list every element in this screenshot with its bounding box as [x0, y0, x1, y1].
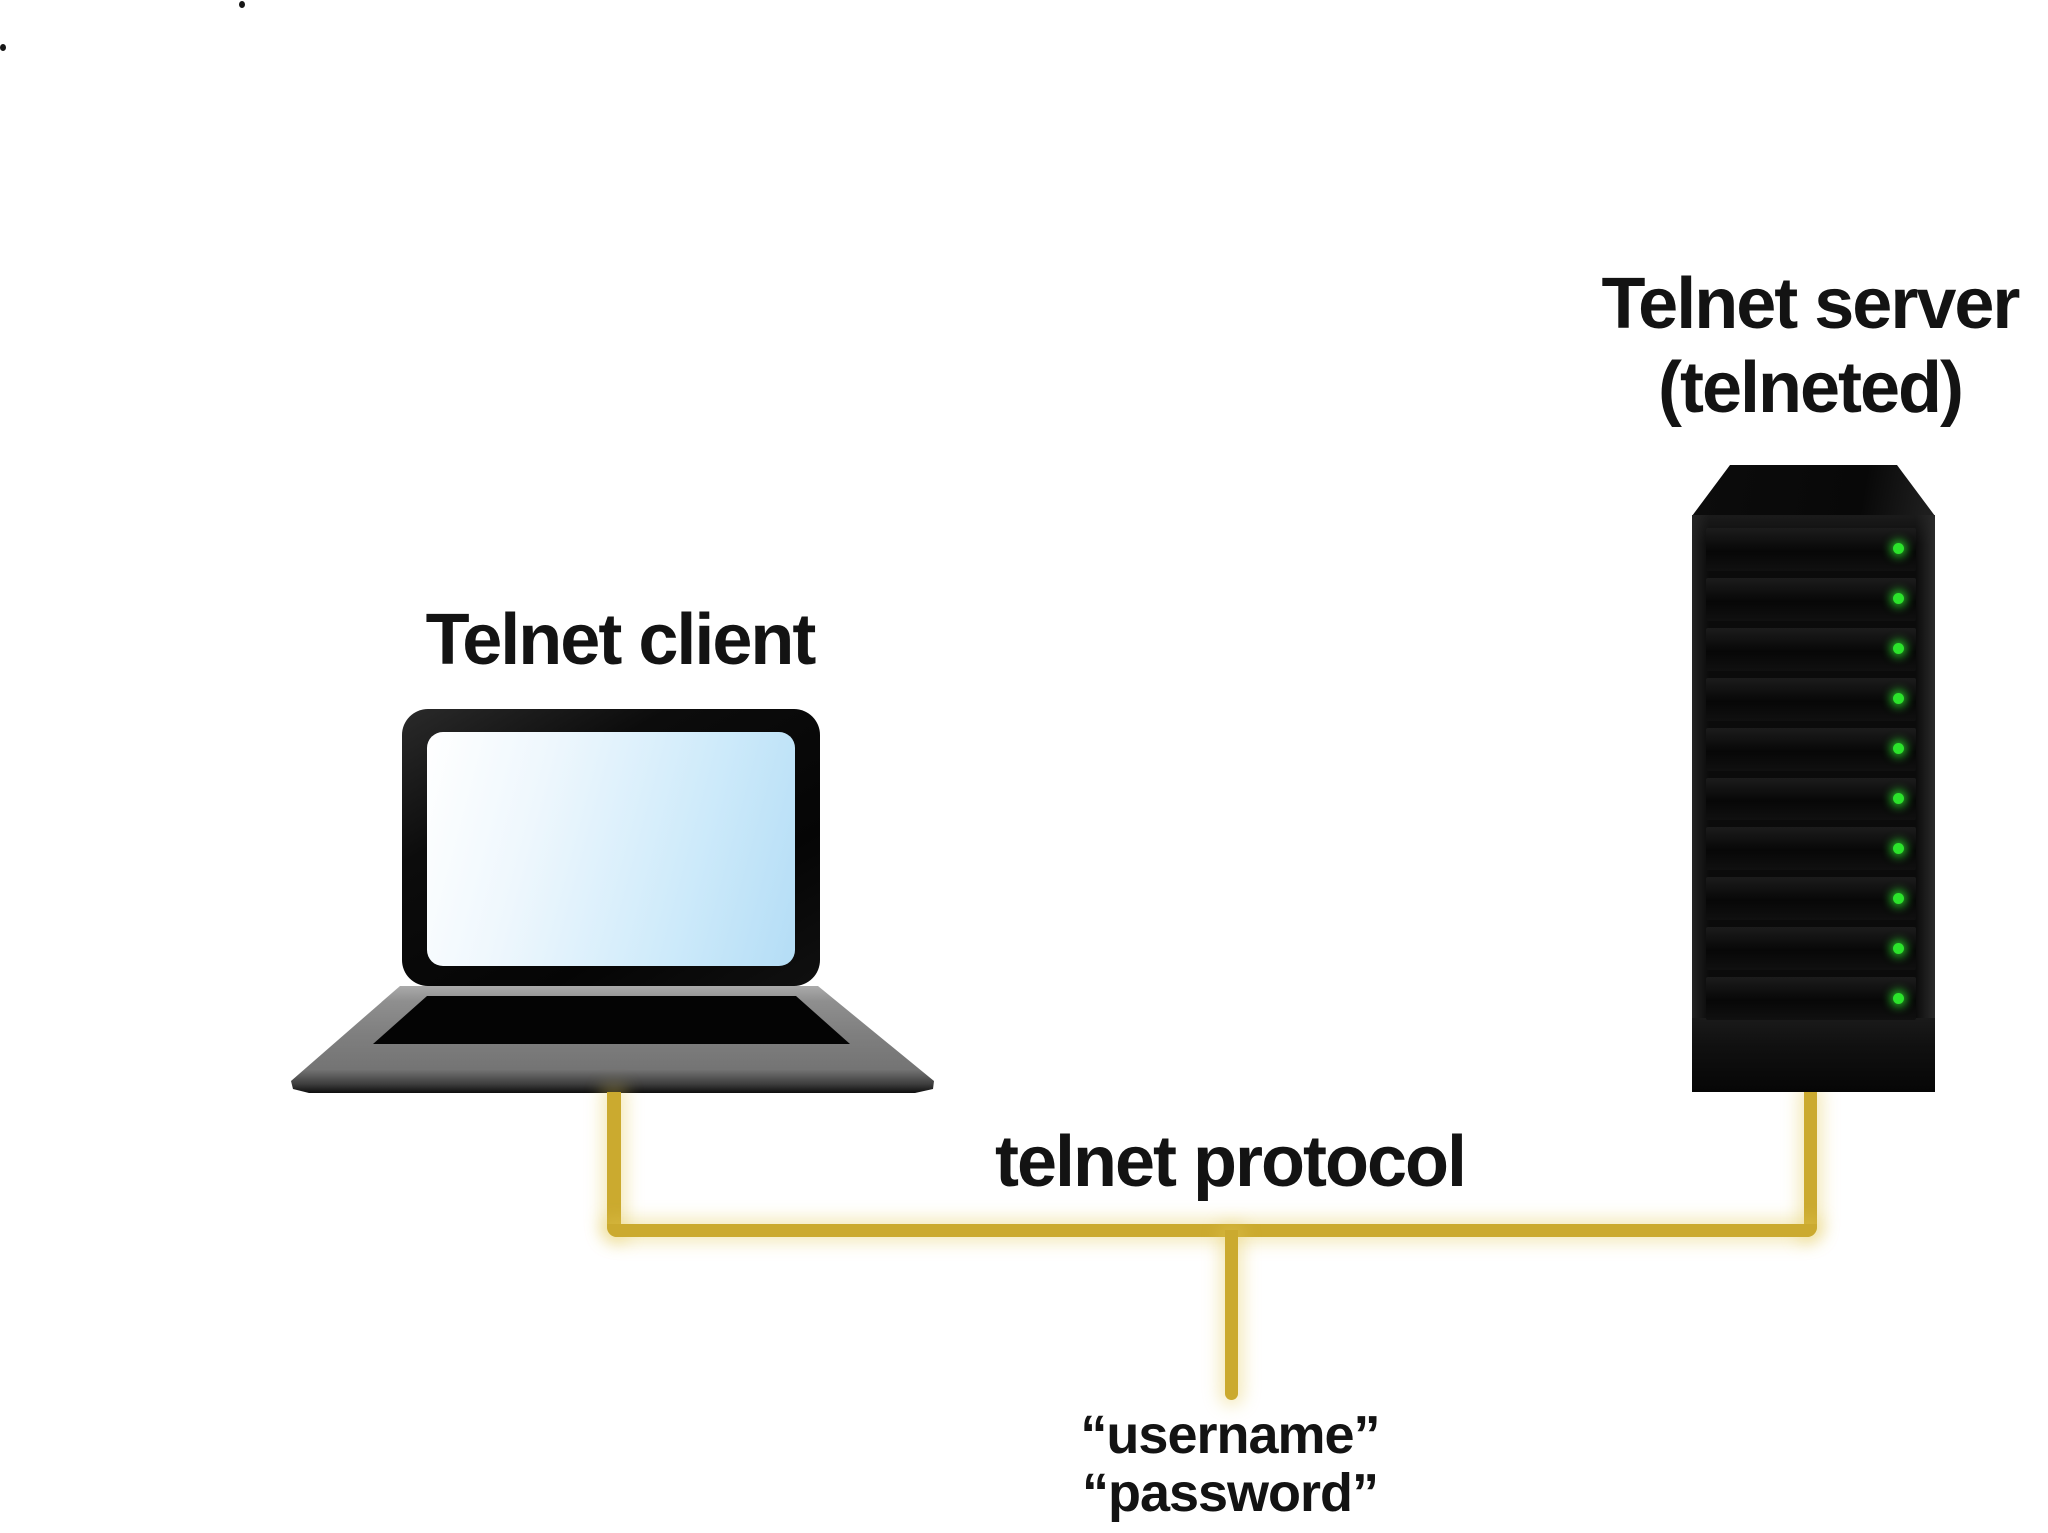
server-bay — [1706, 927, 1916, 971]
server-bay — [1706, 627, 1916, 671]
telnet-client-label: Telnet client — [425, 600, 817, 680]
server-led-icon — [1893, 643, 1904, 655]
server-bay — [1706, 577, 1916, 621]
laptop-screen — [427, 732, 795, 966]
server-led-icon — [1893, 693, 1904, 705]
server-led-icon — [1893, 892, 1904, 904]
server-label-line2: (telneted) — [1658, 348, 1964, 428]
credentials-label: “username” “password” — [1030, 1406, 1430, 1522]
server-led-icon — [1893, 743, 1904, 755]
server-label-line1: Telnet server — [1601, 264, 2021, 344]
server-bay — [1706, 727, 1916, 771]
cable-server-drop — [1804, 1092, 1817, 1237]
stray-dot — [239, 1, 245, 8]
telnet-protocol-label: telnet protocol — [995, 1122, 1467, 1202]
telnet-server-label: Telnet server (telneted) — [1565, 262, 2048, 430]
server-led-icon — [1893, 593, 1904, 605]
server-led-icon — [1893, 842, 1904, 854]
credentials-username: “username” — [1080, 1405, 1380, 1465]
server-bay-list — [1706, 528, 1916, 1021]
server-bay — [1706, 677, 1916, 721]
server-led-icon — [1893, 792, 1904, 804]
server-top-face — [1692, 465, 1935, 516]
server-bay — [1706, 977, 1916, 1021]
laptop-lid — [402, 709, 820, 986]
server-bay — [1706, 877, 1916, 921]
server-bottom-panel — [1692, 1018, 1935, 1092]
server-bay — [1706, 827, 1916, 871]
cable-client-drop — [607, 1092, 621, 1237]
cable-horizontal — [607, 1224, 1817, 1237]
server-bay — [1706, 777, 1916, 821]
laptop-keyboard — [373, 996, 850, 1044]
server-led-icon — [1893, 543, 1904, 555]
server-bay — [1706, 528, 1916, 571]
credentials-password: “password” — [1081, 1463, 1379, 1523]
server-led-icon — [1893, 942, 1904, 954]
cable-credentials-branch — [1225, 1230, 1238, 1400]
stray-dot — [0, 44, 6, 51]
server-body — [1692, 515, 1935, 1092]
server-led-icon — [1893, 992, 1904, 1004]
